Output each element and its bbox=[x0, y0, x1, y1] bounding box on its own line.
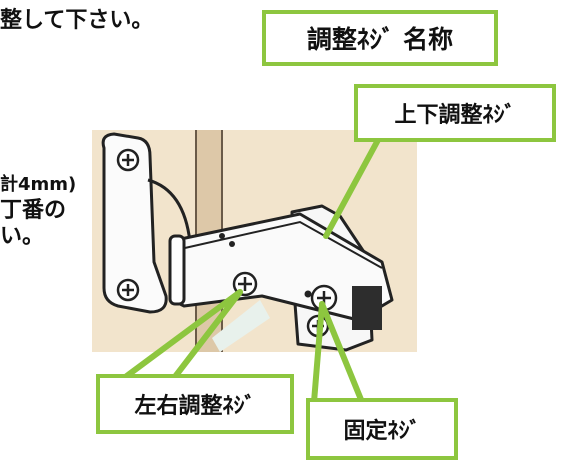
instruction-line-3: い。 bbox=[0, 224, 45, 249]
plate-screw-bottom bbox=[116, 278, 140, 302]
label-title-box: 調整ﾈｼﾞ 名称 bbox=[262, 10, 498, 66]
instruction-top: 整して下さい。 bbox=[0, 8, 154, 33]
callout-lines bbox=[121, 137, 381, 405]
label-fixing-box: 固定ﾈｼﾞ bbox=[306, 398, 458, 460]
label-horizontal: 左右調整ﾈｼﾞ bbox=[134, 394, 256, 419]
arrow-shape bbox=[212, 300, 270, 352]
plate-screw-top bbox=[116, 148, 140, 172]
label-fixing: 固定ﾈｼﾞ bbox=[343, 419, 421, 444]
damper-block bbox=[352, 286, 382, 330]
mounting-plate bbox=[101, 132, 168, 314]
arm-hole bbox=[304, 290, 312, 298]
instruction-line-2: 丁番の bbox=[0, 198, 67, 223]
label-vertical-box: 上下調整ﾈｼﾞ bbox=[354, 84, 556, 142]
label-horizontal-box: 左右調整ﾈｼﾞ bbox=[96, 374, 294, 434]
label-title: 調整ﾈｼﾞ 名称 bbox=[306, 25, 454, 54]
instruction-line-1: 計4mm) bbox=[0, 174, 77, 195]
hinge-knuckle bbox=[168, 234, 186, 306]
label-vertical: 上下調整ﾈｼﾞ bbox=[394, 103, 516, 128]
